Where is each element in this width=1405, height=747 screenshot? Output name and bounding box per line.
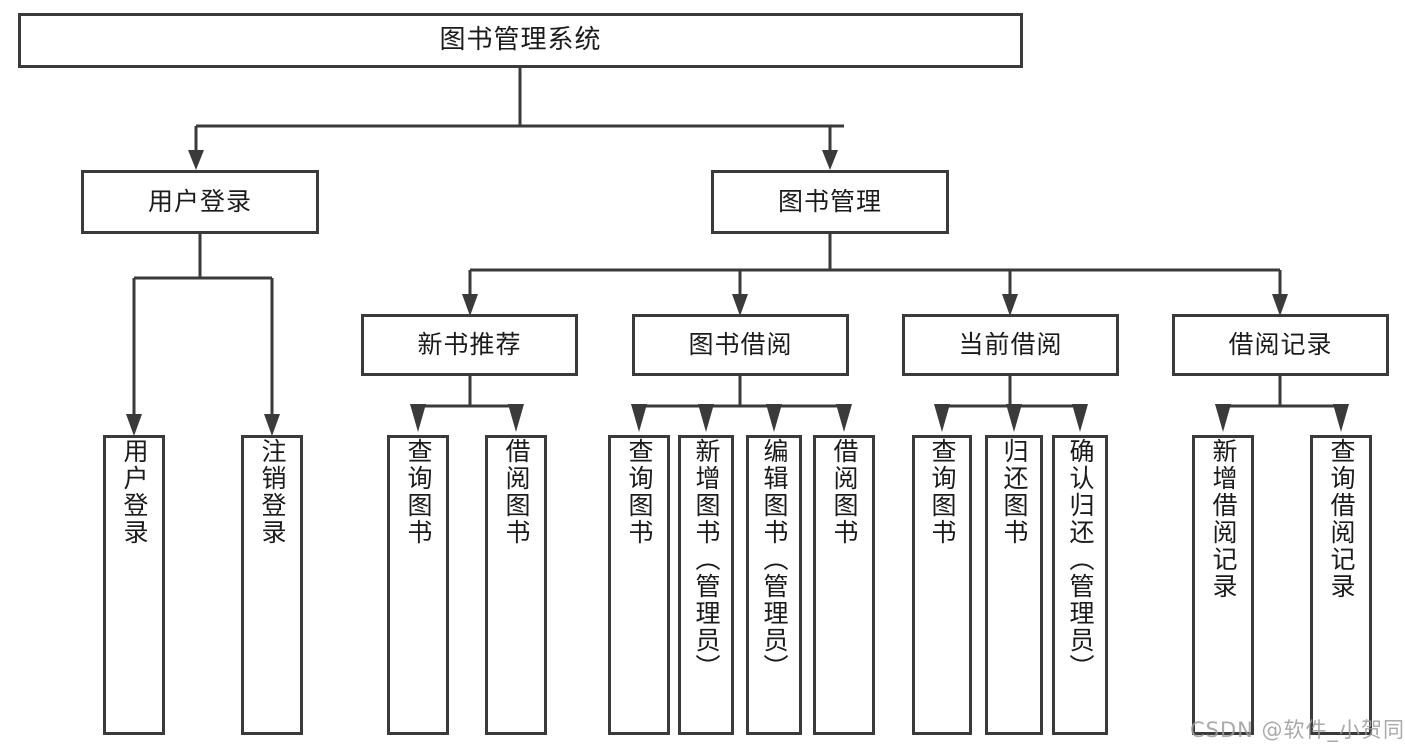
arrowhead-leaf-borrow-book-b	[836, 404, 852, 432]
node-leaf-borrow-book-a[interactable]: 借阅图书	[485, 435, 547, 735]
node-leaf-add-book[interactable]: 新增图书（管理员）	[678, 435, 734, 735]
node-leaf-query-book-a-label: 查询图书	[404, 438, 433, 546]
arrowhead-leaf-edit-book	[766, 404, 782, 432]
node-leaf-user-logout-label: 注销登录	[258, 438, 287, 546]
node-root[interactable]: 图书管理系统	[18, 13, 1023, 68]
arrowhead-book-manage	[822, 150, 838, 170]
node-leaf-query-record-label: 查询借阅记录	[1327, 438, 1356, 600]
node-root-label: 图书管理系统	[439, 25, 602, 56]
node-leaf-user-login-label: 用户登录	[120, 438, 149, 546]
arrowhead-leaf-borrow-book-a	[508, 404, 524, 432]
node-user-login-label: 用户登录	[147, 187, 252, 217]
arrowhead-book-borrow	[732, 294, 748, 316]
node-leaf-query-record[interactable]: 查询借阅记录	[1310, 435, 1372, 735]
node-leaf-query-book-c-label: 查询图书	[928, 438, 957, 546]
node-current-borrow-label: 当前借阅	[958, 330, 1063, 360]
arrowhead-current-borrow	[1002, 294, 1018, 316]
node-leaf-confirm-return[interactable]: 确认归还（管理员）	[1052, 435, 1108, 735]
arrowhead-leaf-query-book-a	[410, 404, 426, 432]
node-leaf-query-book-c[interactable]: 查询图书	[912, 435, 972, 735]
node-leaf-user-login[interactable]: 用户登录	[103, 435, 165, 735]
arrowhead-user-login	[188, 150, 204, 170]
node-current-borrow[interactable]: 当前借阅	[902, 314, 1119, 376]
node-new-book-rec-label: 新书推荐	[417, 330, 522, 360]
node-new-book-rec[interactable]: 新书推荐	[361, 314, 578, 376]
arrowhead-leaf-confirm-return	[1072, 404, 1088, 432]
node-leaf-return-book-label: 归还图书	[1000, 438, 1029, 546]
arrowhead-leaf-query-record	[1333, 404, 1349, 432]
arrowhead-leaf-user-logout	[264, 414, 280, 436]
node-leaf-borrow-book-b[interactable]: 借阅图书	[813, 435, 875, 735]
node-leaf-confirm-return-label: 确认归还（管理员）	[1066, 438, 1095, 681]
node-leaf-borrow-book-b-label: 借阅图书	[830, 438, 859, 546]
arrowhead-leaf-add-record	[1215, 404, 1231, 432]
node-leaf-add-book-label: 新增图书（管理员）	[692, 438, 721, 681]
node-leaf-add-record-label: 新增借阅记录	[1209, 438, 1238, 600]
node-borrow-record[interactable]: 借阅记录	[1172, 314, 1389, 376]
node-leaf-query-book-b[interactable]: 查询图书	[608, 435, 670, 735]
arrowhead-leaf-return-book	[1006, 404, 1022, 432]
arrowhead-new-book-rec	[462, 294, 478, 316]
arrowhead-leaf-query-book-b	[631, 404, 647, 432]
node-leaf-edit-book[interactable]: 编辑图书（管理员）	[746, 435, 802, 735]
node-book-manage[interactable]: 图书管理	[711, 170, 949, 234]
node-leaf-query-book-b-label: 查询图书	[625, 438, 654, 546]
arrowhead-leaf-query-book-c	[934, 404, 950, 432]
arrowhead-leaf-add-book	[698, 404, 714, 432]
node-user-login[interactable]: 用户登录	[81, 170, 319, 234]
node-leaf-borrow-book-a-label: 借阅图书	[502, 438, 531, 546]
node-book-borrow[interactable]: 图书借阅	[632, 314, 849, 376]
node-leaf-add-record[interactable]: 新增借阅记录	[1192, 435, 1254, 735]
node-leaf-query-book-a[interactable]: 查询图书	[387, 435, 449, 735]
node-leaf-user-logout[interactable]: 注销登录	[241, 435, 303, 735]
watermark: CSDN @软件_小贺同学	[1190, 718, 1405, 742]
node-book-manage-label: 图书管理	[777, 187, 882, 217]
node-book-borrow-label: 图书借阅	[688, 330, 793, 360]
node-borrow-record-label: 借阅记录	[1228, 330, 1333, 360]
node-leaf-return-book[interactable]: 归还图书	[985, 435, 1043, 735]
node-leaf-edit-book-label: 编辑图书（管理员）	[760, 438, 789, 681]
arrowhead-leaf-user-login	[126, 414, 142, 436]
arrowhead-borrow-record	[1272, 294, 1288, 316]
